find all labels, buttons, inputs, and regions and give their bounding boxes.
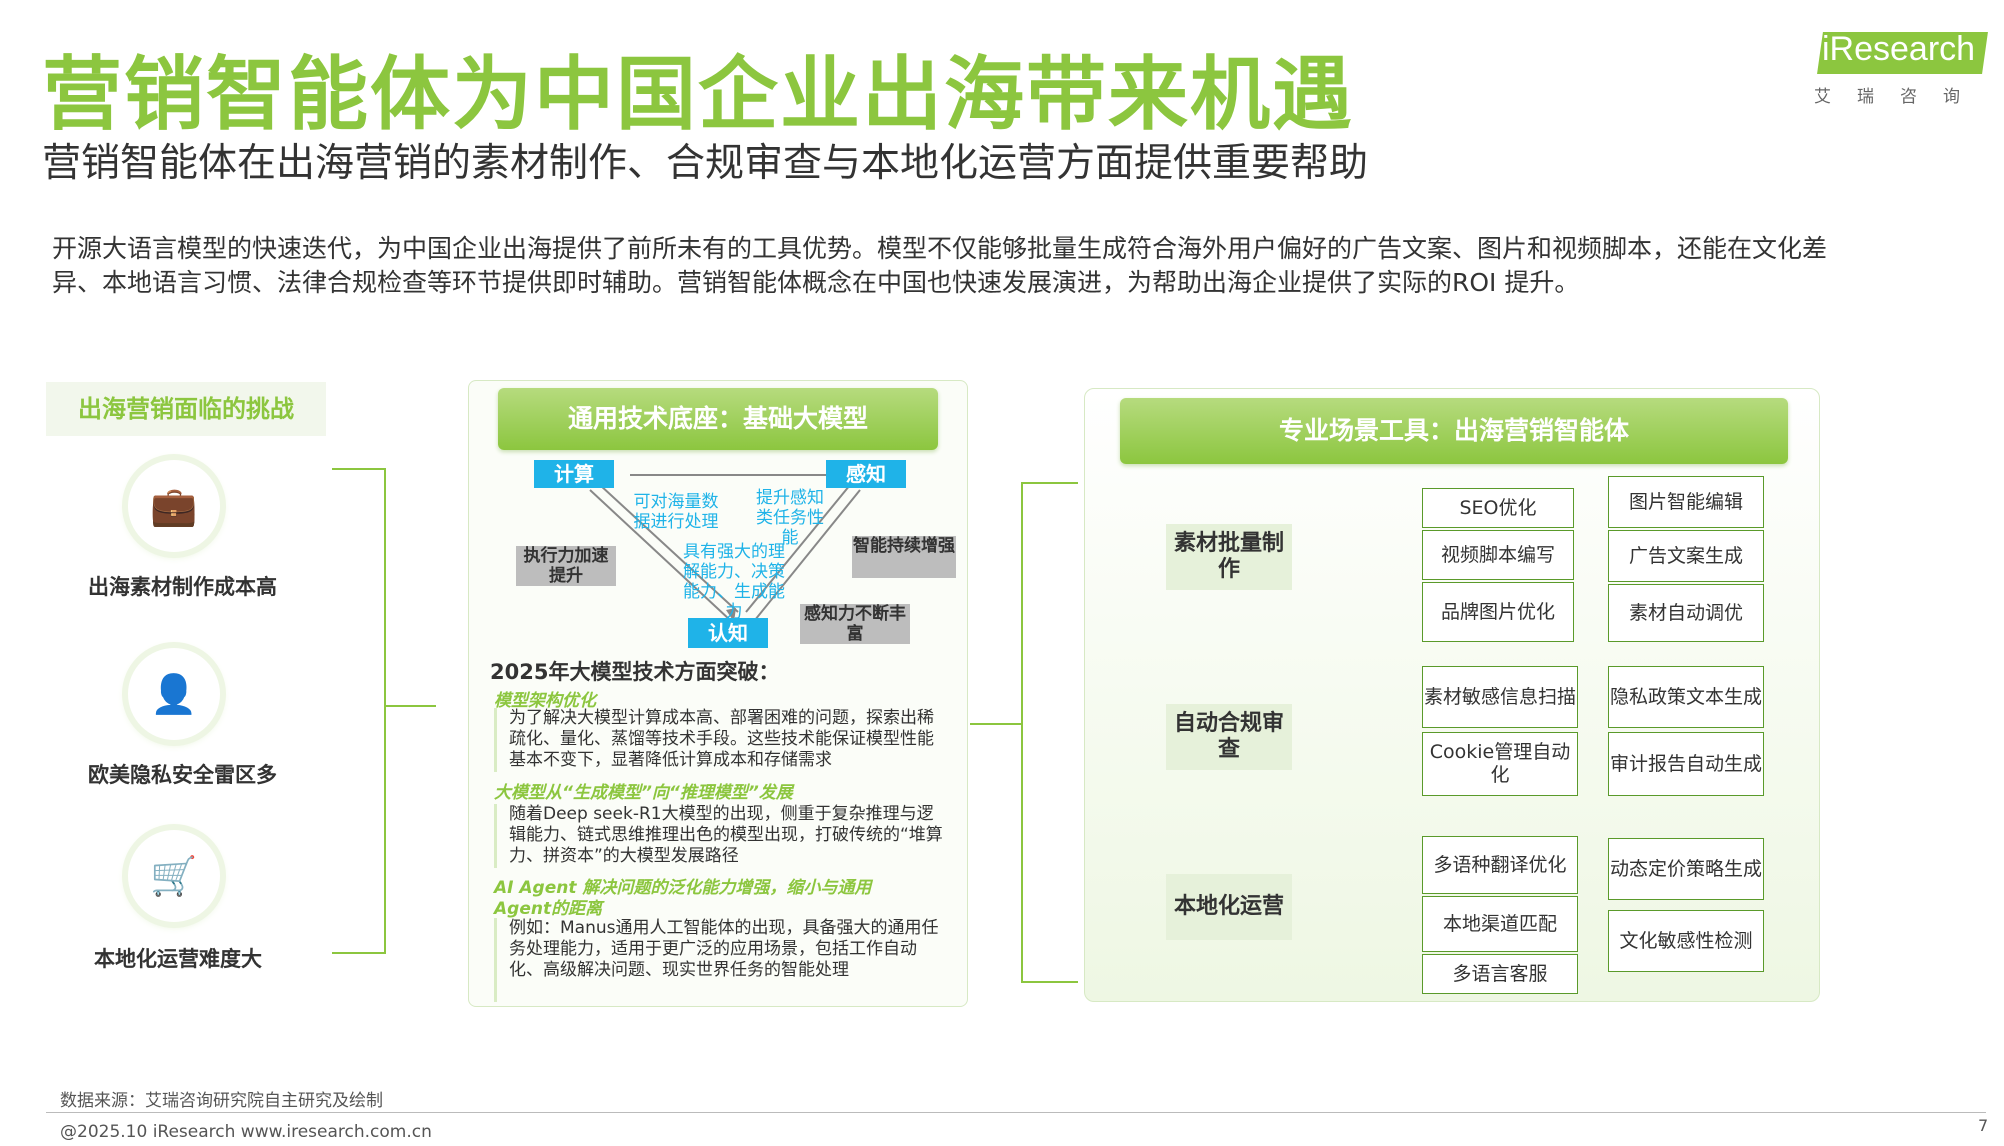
edge-text-compute: 可对海量数据进行处理 bbox=[633, 492, 719, 532]
tool-card: 文化敏感性检测 bbox=[1608, 910, 1764, 972]
category-compliance: 自动合规审查 bbox=[1166, 704, 1292, 770]
tool-card: 品牌图片优化 bbox=[1422, 582, 1574, 642]
footer-divider bbox=[46, 1112, 1986, 1113]
triangle-diagram bbox=[589, 469, 861, 622]
breakthrough-body-1: 为了解决大模型计算成本高、部署困难的问题，探索出稀疏化、量化、蒸馏等技术手段。这… bbox=[494, 708, 949, 772]
breakthrough-title: 2025年大模型技术方面突破： bbox=[490, 660, 780, 684]
breakthrough-heading-3: AI Agent 解决问题的泛化能力增强，缩小与通用Agent的距离 bbox=[494, 878, 872, 919]
edge-text-perception: 提升感知类任务性能 bbox=[756, 488, 824, 548]
tool-card: 广告文案生成 bbox=[1608, 530, 1764, 582]
logo-subtext: 艾瑞咨询 bbox=[1814, 87, 1986, 107]
tool-card: 隐私政策文本生成 bbox=[1608, 666, 1764, 728]
gray-tag-intelligence: 智能持续增强 bbox=[852, 536, 956, 578]
tool-card: 多语种翻译优化 bbox=[1422, 836, 1578, 894]
node-perception: 感知 bbox=[826, 460, 906, 488]
person-icon: 👤 bbox=[128, 648, 220, 740]
breakthrough-heading-2: 大模型从“生成模型”向“推理模型”发展 bbox=[494, 783, 793, 803]
intro-paragraph: 开源大语言模型的快速迭代，为中国企业出海提供了前所未有的工具优势。模型不仅能够批… bbox=[52, 234, 1828, 297]
tools-banner: 专业场景工具：出海营销智能体 bbox=[1120, 398, 1788, 464]
tool-card: 审计报告自动生成 bbox=[1608, 732, 1764, 796]
gray-tag-execution: 执行力加速提升 bbox=[516, 546, 616, 586]
edge-text-reasoning: 具有强大的理解能力、决策能力、生成能力 bbox=[683, 542, 785, 622]
iresearch-logo: iResearch 艾瑞咨询 bbox=[1810, 30, 1990, 110]
logo-text: iResearch bbox=[1822, 30, 1976, 68]
tool-card: 多语言客服 bbox=[1422, 954, 1578, 994]
challenge-label-3: 本地化运营难度大 bbox=[94, 947, 262, 971]
tool-card: 本地渠道匹配 bbox=[1422, 896, 1578, 952]
category-material: 素材批量制作 bbox=[1166, 524, 1292, 590]
tool-card: 动态定价策略生成 bbox=[1608, 838, 1764, 900]
gray-tag-perception: 感知力不断丰富 bbox=[800, 604, 910, 644]
page-title: 营销智能体为中国企业出海带来机遇 bbox=[42, 48, 1354, 141]
tool-card: 素材自动调优 bbox=[1608, 584, 1764, 642]
breakthrough-body-3: 例如：Manus通用人工智能体的出现，具备强大的通用任务处理能力，适用于更广泛的… bbox=[494, 918, 949, 1002]
category-localization: 本地化运营 bbox=[1166, 874, 1292, 940]
tool-card: 视频脚本编写 bbox=[1422, 530, 1574, 580]
page-subtitle: 营销智能体在出海营销的素材制作、合规审查与本地化运营方面提供重要帮助 bbox=[42, 141, 1369, 186]
briefcase-icon: 💼 bbox=[128, 460, 220, 552]
node-compute: 计算 bbox=[534, 460, 614, 488]
challenge-label-2: 欧美隐私安全雷区多 bbox=[88, 763, 277, 787]
copyright: @2025.10 iResearch www.iresearch.com.cn bbox=[60, 1122, 432, 1142]
breakthrough-heading-1: 模型架构优化 bbox=[494, 691, 596, 711]
tool-card: 图片智能编辑 bbox=[1608, 476, 1764, 528]
challenge-label-1: 出海素材制作成本高 bbox=[88, 575, 277, 599]
tool-card: 素材敏感信息扫描 bbox=[1422, 666, 1578, 728]
foundation-banner: 通用技术底座：基础大模型 bbox=[498, 388, 938, 450]
tool-card: Cookie管理自动化 bbox=[1422, 732, 1578, 796]
breakthrough-body-2: 随着Deep seek-R1大模型的出现，侧重于复杂推理与逻辑能力、链式思维推理… bbox=[494, 804, 949, 868]
tool-card: SEO优化 bbox=[1422, 488, 1574, 528]
page-number: 7 bbox=[1978, 1116, 1989, 1135]
challenges-title: 出海营销面临的挑战 bbox=[46, 382, 326, 436]
basket-icon: 🛒 bbox=[128, 830, 220, 922]
data-source: 数据来源：艾瑞咨询研究院自主研究及绘制 bbox=[60, 1091, 383, 1111]
node-cognition: 认知 bbox=[688, 618, 768, 648]
